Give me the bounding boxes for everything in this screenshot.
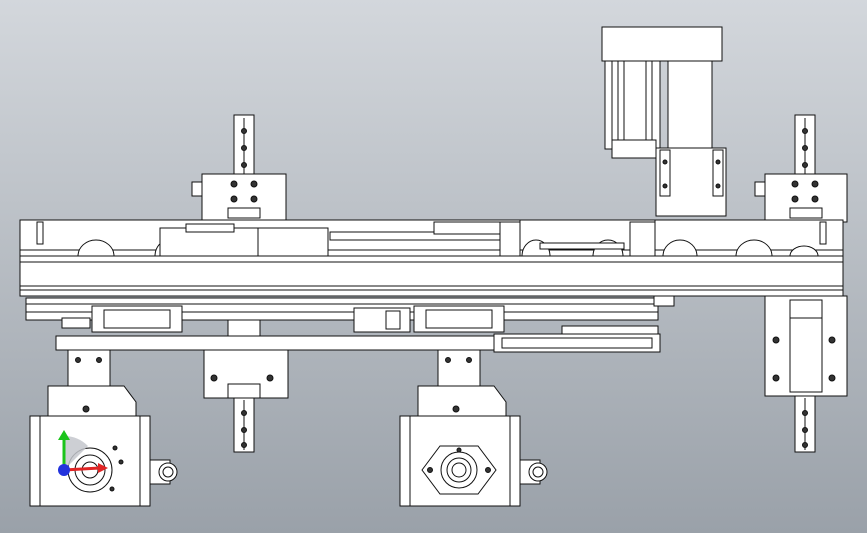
right-vertical-rail[interactable]	[754, 114, 848, 223]
axis-z-dot	[58, 464, 70, 476]
coordinate-triad	[58, 430, 108, 476]
top-servo-motor[interactable]	[601, 26, 727, 217]
left-vertical-rail[interactable]	[191, 114, 287, 223]
right-gear-motor[interactable]	[399, 349, 548, 507]
main-horizontal-beam[interactable]	[19, 219, 844, 297]
bottom-connecting-plate[interactable]	[55, 333, 661, 353]
left-column-lower[interactable]	[203, 319, 289, 453]
axis-x-arrow	[63, 466, 101, 472]
right-column-lower[interactable]	[764, 295, 848, 453]
lower-linear-guide[interactable]	[25, 295, 675, 335]
triad-plane	[64, 436, 88, 470]
axis-y-arrowhead	[58, 430, 70, 440]
axis-x-arrowhead	[98, 463, 108, 473]
